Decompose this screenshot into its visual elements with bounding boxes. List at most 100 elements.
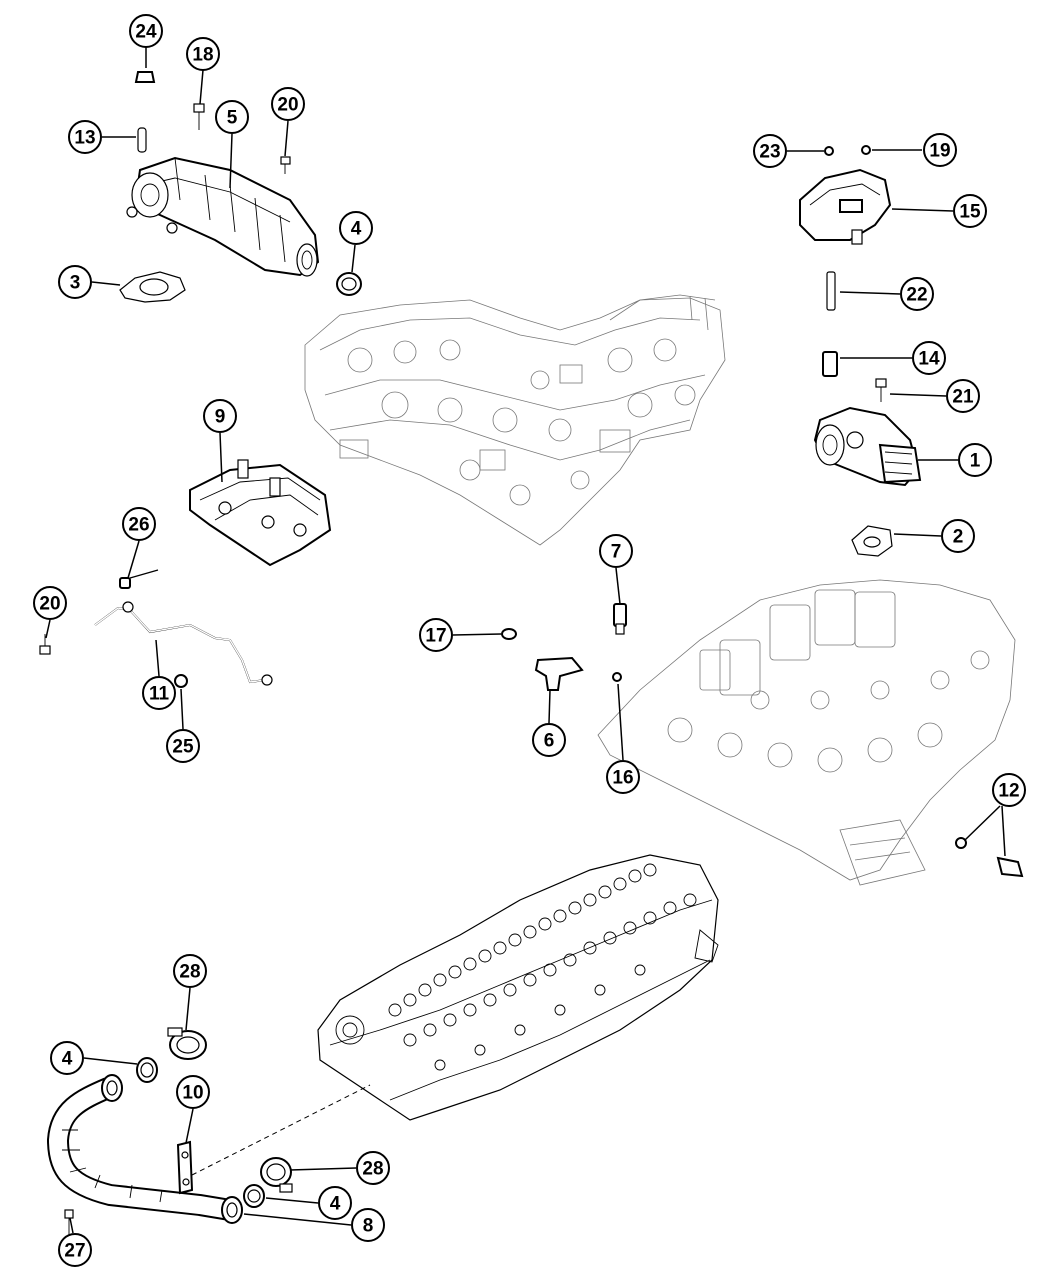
callout-2: 2 — [941, 519, 975, 553]
callout-number: 10 — [182, 1083, 203, 1104]
callout-23: 23 — [753, 134, 787, 168]
callout-1: 1 — [958, 443, 992, 477]
callout-circle — [953, 194, 987, 228]
callout-number: 21 — [952, 387, 974, 408]
callout-number: 27 — [64, 1241, 85, 1262]
callout-27: 27 — [58, 1233, 92, 1267]
callout-number: 23 — [759, 142, 780, 163]
callout-circle — [532, 723, 566, 757]
callout-number: 25 — [172, 737, 194, 758]
callout-number: 22 — [906, 285, 927, 306]
callout-circle — [339, 211, 373, 245]
callout-20: 20 — [33, 586, 67, 620]
sensor-12 — [955, 837, 1024, 878]
callout-20: 20 — [271, 87, 305, 121]
o-ring-17 — [501, 628, 517, 640]
leader-lines — [45, 46, 1006, 1234]
bolt-21 — [875, 378, 887, 402]
callout-21: 21 — [946, 379, 980, 413]
o-ring-upper — [336, 272, 362, 296]
gasket-4-lower-right — [243, 1184, 265, 1208]
dowel-13 — [137, 127, 147, 153]
callout-8: 8 — [351, 1208, 385, 1242]
callout-circle — [215, 100, 249, 134]
callout-10: 10 — [176, 1075, 210, 1109]
callout-circle — [900, 277, 934, 311]
callout-number: 20 — [277, 95, 298, 116]
tube-assembly — [94, 601, 273, 686]
egr-cooler-gasket — [119, 271, 186, 303]
bolt-20-upper — [280, 156, 291, 174]
callout-4: 4 — [339, 211, 373, 245]
callout-circle — [173, 954, 207, 988]
callout-5: 5 — [215, 100, 249, 134]
callout-number: 4 — [62, 1049, 73, 1070]
callout-12: 12 — [992, 773, 1026, 807]
callout-circle — [318, 1186, 352, 1220]
callout-circle — [419, 618, 453, 652]
bolt-27 — [64, 1209, 74, 1236]
callout-circle — [923, 133, 957, 167]
callout-number: 28 — [362, 1159, 383, 1180]
callout-circle — [912, 341, 946, 375]
callout-number: 12 — [998, 781, 1019, 802]
callout-circle — [356, 1151, 390, 1185]
egr-valve-cover — [799, 168, 892, 245]
callout-3: 3 — [58, 265, 92, 299]
egr-valve — [813, 406, 922, 487]
callout-circle — [958, 443, 992, 477]
callout-17: 17 — [419, 618, 453, 652]
callout-number: 1 — [970, 451, 981, 472]
fastener-24 — [134, 71, 156, 83]
nut-23 — [824, 146, 834, 156]
callout-circle — [68, 120, 102, 154]
callout-circle — [50, 1041, 84, 1075]
callout-circle — [599, 534, 633, 568]
egr-valve-gasket — [851, 525, 893, 557]
callout-19: 19 — [923, 133, 957, 167]
gasket-4-lower-left — [136, 1057, 158, 1083]
callout-4: 4 — [318, 1186, 352, 1220]
callout-circle — [166, 729, 200, 763]
bolt-20-lower — [39, 634, 51, 655]
clamp-28-upper — [167, 1027, 207, 1060]
callout-number: 18 — [192, 45, 213, 66]
o-ring-16 — [612, 672, 622, 682]
callout-7: 7 — [599, 534, 633, 568]
callout-number: 2 — [953, 527, 964, 548]
callout-28: 28 — [173, 954, 207, 988]
callout-number: 14 — [918, 349, 940, 370]
callout-18: 18 — [186, 37, 220, 71]
callout-circle — [941, 519, 975, 553]
callout-number: 13 — [74, 128, 95, 149]
stud-22 — [826, 271, 836, 311]
bolt-26 — [119, 569, 159, 589]
callout-number: 7 — [611, 542, 622, 563]
bracket-10 — [176, 1140, 194, 1195]
nut-19 — [861, 145, 871, 155]
engine-assembly-right — [597, 579, 1016, 886]
callout-number: 9 — [215, 407, 226, 428]
assembly-path-line — [191, 1084, 371, 1176]
callout-28: 28 — [356, 1151, 390, 1185]
callout-number: 17 — [425, 626, 446, 647]
spacer-14 — [822, 351, 838, 377]
fitting-25 — [174, 674, 188, 688]
callout-number: 28 — [179, 962, 200, 983]
callout-14: 14 — [912, 341, 946, 375]
callout-25: 25 — [166, 729, 200, 763]
callout-number: 11 — [149, 684, 170, 705]
bolt-18 — [193, 103, 205, 130]
callout-9: 9 — [203, 399, 237, 433]
callout-4: 4 — [50, 1041, 84, 1075]
callout-number: 19 — [929, 141, 950, 162]
callout-circle — [129, 14, 163, 48]
callout-circle — [992, 773, 1026, 807]
callout-number: 5 — [227, 108, 238, 129]
egr-cooler — [126, 156, 320, 277]
callout-circle — [271, 87, 305, 121]
callout-number: 15 — [959, 202, 981, 223]
callout-24: 24 — [129, 14, 163, 48]
